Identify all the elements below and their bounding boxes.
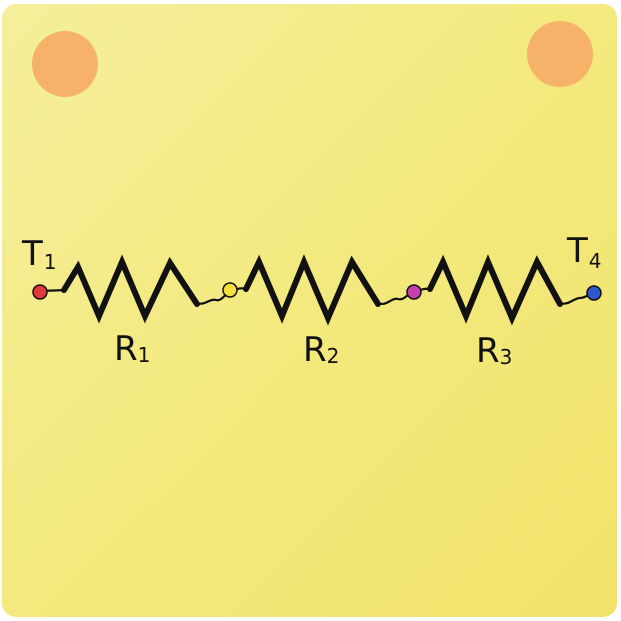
- terminal-t1-subscript: 1: [44, 250, 57, 274]
- terminal-t4-letter: T: [566, 231, 588, 271]
- resistor-r2-subscript: 2: [327, 344, 340, 368]
- resistor-r1-zigzag: [61, 254, 200, 324]
- resistor-r2-zigzag: [243, 254, 381, 326]
- terminal-t4-subscript: 4: [589, 249, 602, 273]
- terminal-t1-label: T1: [21, 234, 57, 274]
- resistor-r3-zigzag: [427, 254, 563, 326]
- resistor-r2-label: R2: [303, 330, 339, 370]
- resistor-r3-label: R3: [476, 331, 512, 371]
- resistor-r2-letter: R: [303, 330, 327, 370]
- resistor-r3-subscript: 3: [500, 345, 513, 369]
- resistor-r3-letter: R: [476, 331, 500, 371]
- terminal-t4-label: T4: [566, 231, 602, 273]
- terminal-t1-dot: [32, 284, 48, 300]
- left-pin-dot: [32, 31, 98, 97]
- terminal-t3-dot: [406, 284, 422, 300]
- resistors: [61, 254, 563, 326]
- terminal-t4-dot: [586, 285, 602, 301]
- resistor-r1-subscript: 1: [138, 343, 151, 367]
- right-pin-dot: [527, 21, 593, 87]
- resistor-r1-letter: R: [114, 329, 138, 369]
- terminal-t1-letter: T: [21, 234, 43, 274]
- terminal-t2-dot: [222, 282, 238, 298]
- terminals: [32, 282, 602, 301]
- resistor-r1-label: R1: [114, 329, 150, 369]
